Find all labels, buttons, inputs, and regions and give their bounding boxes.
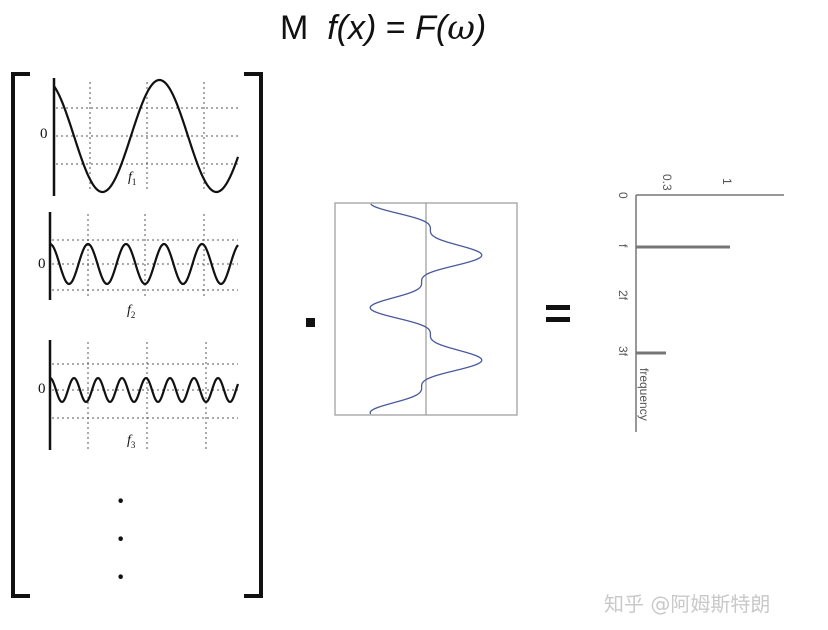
title-lhs: f(x) bbox=[327, 9, 377, 47]
left-bracket bbox=[11, 72, 30, 598]
signal-curve bbox=[369, 203, 483, 415]
watermark: 知乎 @阿姆斯特朗 bbox=[604, 592, 771, 616]
row1-function-label: f1 bbox=[128, 170, 137, 187]
title-matrix-symbol: M bbox=[280, 9, 309, 47]
spectrum-side-label-3f: 3f bbox=[616, 346, 630, 357]
spectrum-axis-label-frequency: frequency bbox=[637, 368, 651, 421]
spectrum-plot bbox=[635, 194, 784, 432]
row3-function-label: f3 bbox=[127, 433, 136, 450]
row2-zero-label: 0 bbox=[38, 256, 46, 272]
basis-wave-1 bbox=[53, 78, 240, 194]
spectrum-side-label-0: 0 bbox=[616, 192, 630, 199]
spectrum-top-label-0-3: 0.3 bbox=[660, 174, 674, 191]
basis-wave-3 bbox=[49, 376, 240, 404]
row2-function-label: f2 bbox=[127, 303, 136, 320]
row3-zero-label: 0 bbox=[38, 381, 46, 397]
continuation-dot-2: · bbox=[116, 524, 126, 555]
title-rhs-close: ) bbox=[474, 9, 487, 47]
right-bracket bbox=[244, 72, 263, 598]
continuation-dot-3: · bbox=[116, 562, 126, 593]
continuation-dot-1: · bbox=[116, 486, 126, 517]
wave-row-1 bbox=[52, 78, 240, 196]
signal-plot bbox=[334, 202, 518, 416]
title-equals: = bbox=[385, 9, 406, 47]
equation-title: M f(x) = F(ω) bbox=[280, 8, 486, 48]
wave-row-2 bbox=[48, 212, 239, 300]
basis-wave-2 bbox=[49, 242, 239, 286]
title-omega: ω bbox=[447, 8, 475, 48]
spectrum-side-label-f: f bbox=[616, 244, 630, 248]
spectrum-side-label-2f: 2f bbox=[616, 290, 630, 301]
row1-zero-label: 0 bbox=[40, 126, 48, 142]
title-rhs-func: F( bbox=[415, 9, 448, 47]
wave-row-3 bbox=[48, 340, 240, 450]
multiply-operator bbox=[306, 318, 315, 327]
equals-operator bbox=[546, 305, 570, 329]
spectrum-top-label-1: 1 bbox=[720, 178, 734, 185]
